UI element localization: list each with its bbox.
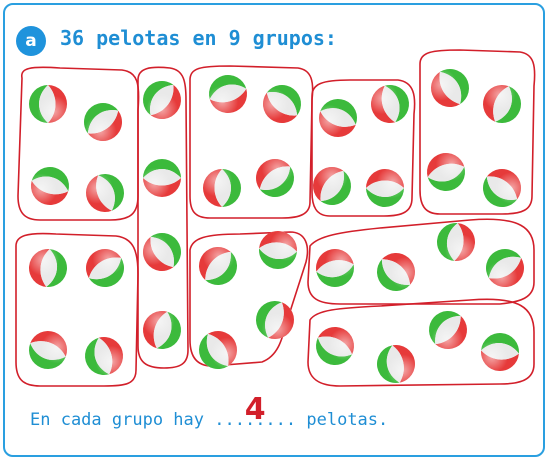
beach-ball-icon bbox=[29, 249, 67, 287]
sentence-start: En cada grupo hay bbox=[30, 410, 215, 430]
beach-ball-icon bbox=[371, 85, 409, 123]
beach-ball-icon bbox=[209, 75, 247, 113]
beach-ball-icon bbox=[256, 301, 294, 339]
group-4-loop bbox=[311, 79, 416, 217]
group-5-loop bbox=[419, 49, 536, 215]
beach-ball-icon bbox=[316, 249, 354, 287]
beach-ball-icon bbox=[427, 153, 465, 191]
group-loops bbox=[15, 49, 536, 387]
group-2-loop bbox=[137, 66, 189, 369]
beach-ball-icon bbox=[313, 167, 351, 205]
group-8-loop bbox=[307, 218, 535, 305]
beach-ball-icon bbox=[86, 174, 124, 212]
beach-ball-icon bbox=[437, 223, 475, 261]
beach-ball-icon bbox=[431, 69, 469, 107]
beach-ball-icon bbox=[29, 331, 67, 369]
exercise-badge: a bbox=[16, 26, 46, 56]
beach-ball-icon bbox=[319, 99, 357, 137]
group-3-loop bbox=[189, 65, 314, 219]
beach-ball-icon bbox=[143, 233, 181, 271]
group-9-loop bbox=[307, 298, 535, 387]
answer-sentence: En cada grupo hay ........4 pelotas. bbox=[30, 392, 389, 430]
beach-ball-icon bbox=[483, 169, 521, 207]
balls bbox=[29, 69, 524, 383]
sentence-end: pelotas. bbox=[296, 410, 389, 430]
beach-ball-icon bbox=[199, 331, 237, 369]
handwritten-answer: 4 bbox=[244, 392, 266, 427]
beach-ball-icon bbox=[486, 249, 524, 287]
beach-ball-icon bbox=[377, 345, 415, 383]
beach-ball-icon bbox=[143, 159, 181, 197]
exercise-title: 36 pelotas en 9 grupos: bbox=[60, 26, 337, 50]
beach-ball-icon bbox=[85, 337, 123, 375]
blank-dots-left: .... bbox=[214, 410, 256, 430]
beach-ball-icon bbox=[143, 81, 181, 119]
beach-ball-icon bbox=[429, 311, 467, 349]
beach-ball-icon bbox=[84, 103, 122, 141]
beach-ball-icon bbox=[483, 85, 521, 123]
beach-ball-icon bbox=[366, 169, 404, 207]
beach-ball-icon bbox=[316, 327, 354, 365]
beach-ball-icon bbox=[29, 85, 67, 123]
beach-ball-icon bbox=[377, 253, 415, 291]
beach-ball-icon bbox=[259, 231, 297, 269]
group-6-loop bbox=[15, 232, 139, 387]
beach-ball-icon bbox=[86, 249, 124, 287]
beach-ball-icon bbox=[199, 247, 237, 285]
blank-dots-right: .... bbox=[255, 410, 297, 430]
beach-ball-icon bbox=[256, 159, 294, 197]
beach-ball-icon bbox=[31, 167, 69, 205]
beach-ball-icon bbox=[203, 169, 241, 207]
beach-ball-icon bbox=[143, 311, 181, 349]
beach-ball-icon bbox=[481, 333, 519, 371]
answer-blank[interactable]: ........4 bbox=[214, 392, 297, 430]
beach-ball-icon bbox=[263, 85, 301, 123]
